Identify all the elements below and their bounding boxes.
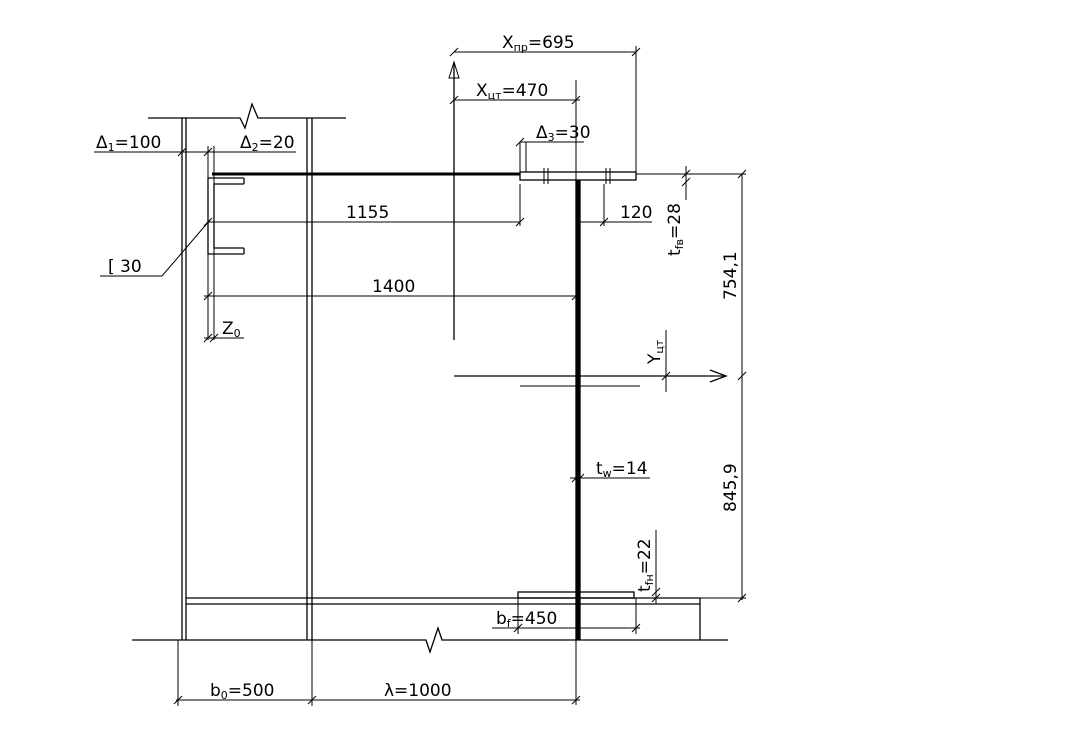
label-b0: b0=500 xyxy=(210,681,275,702)
label-x-pr: Xпр=695 xyxy=(502,33,575,54)
label-channel: [ 30 xyxy=(108,257,142,277)
label-z0: Z0 xyxy=(222,319,241,340)
label-1155: 1155 xyxy=(346,203,389,223)
top-beam xyxy=(212,168,637,184)
labels: Xпр=695 Xцт=470 Δ1=100 Δ2=20 Δ3=30 [ 30 … xyxy=(96,33,741,702)
label-y-cm: Yцт xyxy=(645,339,666,365)
label-845: 845,9 xyxy=(721,463,741,512)
label-1400: 1400 xyxy=(372,277,415,297)
label-120: 120 xyxy=(620,203,652,223)
label-t-fv: tfв=28 xyxy=(665,203,686,256)
centroid-axes xyxy=(448,60,728,387)
web xyxy=(517,80,635,705)
label-754: 754,1 xyxy=(721,251,741,300)
label-lambda: λ=1000 xyxy=(384,681,452,701)
label-delta2: Δ2=20 xyxy=(240,133,295,154)
label-delta1: Δ1=100 xyxy=(96,133,161,154)
label-bf: bf=450 xyxy=(496,609,557,630)
label-tw: tw=14 xyxy=(596,459,648,480)
label-x-cm: Xцт=470 xyxy=(476,81,548,102)
label-t-fn: tfн=22 xyxy=(635,538,656,592)
column xyxy=(148,102,346,640)
dimensions xyxy=(94,46,747,706)
label-delta3: Δ3=30 xyxy=(536,123,591,144)
channel-section xyxy=(207,177,245,255)
